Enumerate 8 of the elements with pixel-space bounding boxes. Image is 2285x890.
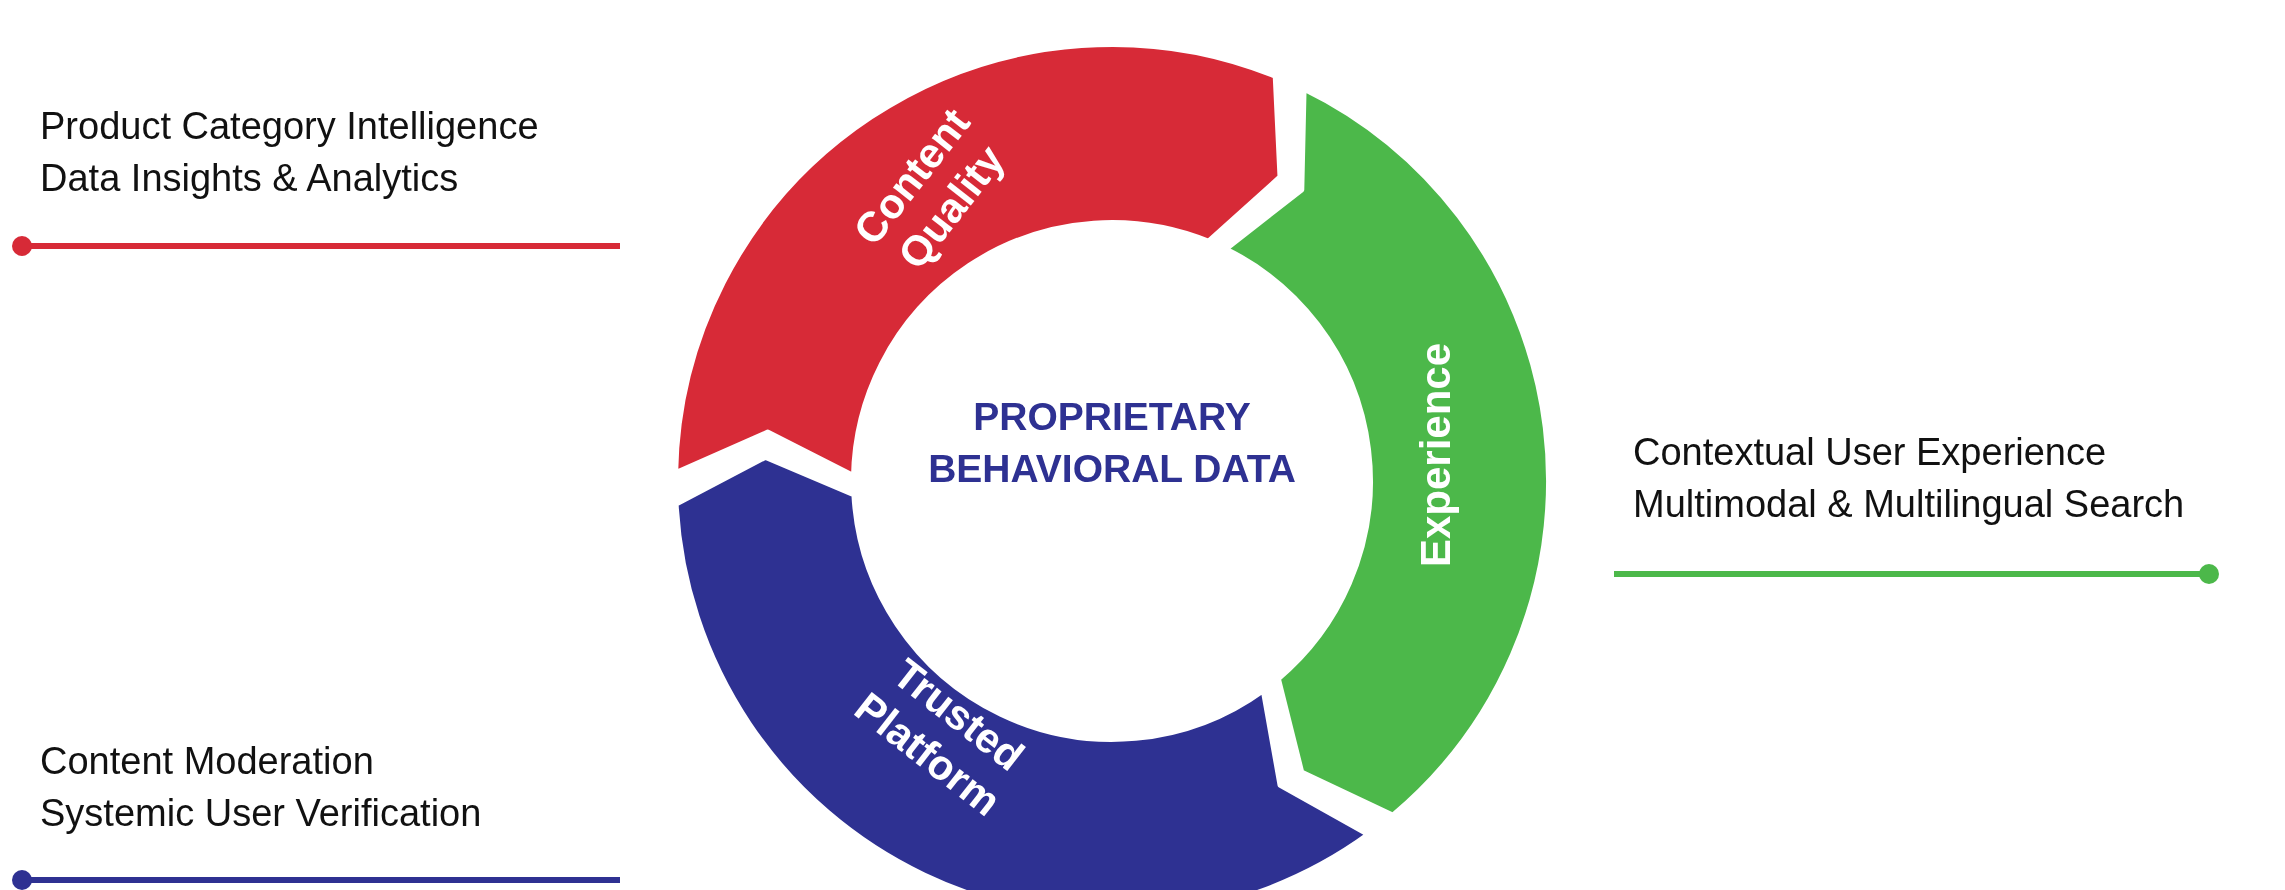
feature-text: Contextual User Experience <box>1633 430 2107 475</box>
segment-label: Experience <box>1412 342 1459 568</box>
feature-text: Data Insights & Analytics <box>40 156 459 201</box>
feature-text: Content Moderation <box>40 739 374 784</box>
feature-text: Product Category Intelligence <box>40 104 539 149</box>
center-label: PROPRIETARY BEHAVIORAL DATA <box>912 391 1312 495</box>
feature-text: Multimodal & Multilingual Search <box>1633 482 2185 527</box>
feature-text: Systemic User Verification <box>40 791 482 836</box>
